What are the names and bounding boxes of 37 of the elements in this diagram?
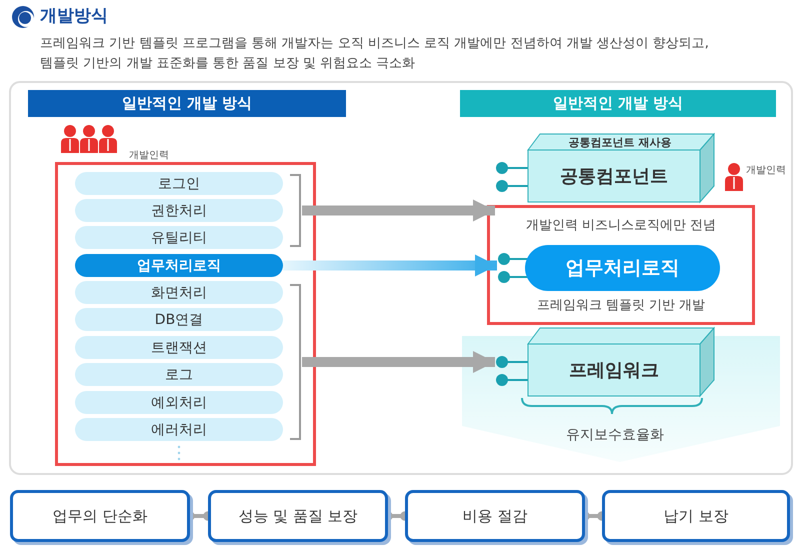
highlight-frame	[55, 162, 316, 466]
feature-pill: 로그	[75, 363, 283, 386]
arrow	[302, 351, 495, 373]
benefit-box: 성능 및 품질 보장	[208, 490, 388, 542]
feature-pill: 에러처리	[75, 418, 283, 441]
feature-pill: 권한처리	[75, 199, 283, 222]
description-text: 템플릿 기반의 개발 표준화를 통한 품질 보장 및 위험요소 극소화	[40, 56, 416, 71]
arrow	[283, 254, 497, 276]
title: 개발방식	[40, 6, 108, 26]
highlight-frame	[487, 205, 755, 325]
bracket	[288, 174, 302, 247]
pill-label: 업무처리로직	[566, 256, 680, 281]
feature-pill: 로그인	[75, 172, 283, 195]
feature-pill: 업무처리로직	[75, 254, 283, 277]
feature-pill: 화면처리	[75, 281, 283, 304]
caption-text: 프레임워크 템플릿 기반 개발	[536, 297, 706, 314]
block-label: 공통컴포넌트	[560, 165, 668, 188]
header-band: 일반적인 개발 방식	[460, 90, 776, 117]
feature-pill: DB연결	[75, 308, 283, 331]
block-label: 프레임워크	[569, 359, 659, 382]
role-label: 개발인력	[129, 150, 169, 161]
role-label: 개발인력	[746, 165, 786, 176]
benefit-box: 비용 절감	[405, 490, 585, 542]
component-block	[495, 327, 715, 397]
feature-pill: 예외처리	[75, 391, 283, 414]
benefit-label: 유지보수효율화	[566, 426, 664, 444]
block-heading: 공통컴포넌트 재사용	[568, 134, 672, 150]
header-band: 일반적인 개발 방식	[28, 90, 346, 117]
feature-pill: 유틸리티	[75, 226, 283, 249]
description-text: 프레임워크 기반 템플릿 프로그램을 통해 개발자는 오직 비즈니스 로직 개발에만 전념하여 개발 생산성이 향상되고,	[40, 36, 709, 51]
benefit-box: 업무의 단순화	[10, 490, 190, 542]
arrow	[302, 200, 495, 222]
caption-text: 개발인력 비즈니스로직에만 전념	[526, 217, 716, 234]
feature-pill: 트랜잭션	[75, 336, 283, 359]
component-block	[495, 133, 715, 203]
benefit-box: 납기 보장	[602, 490, 790, 542]
bracket	[288, 284, 302, 440]
